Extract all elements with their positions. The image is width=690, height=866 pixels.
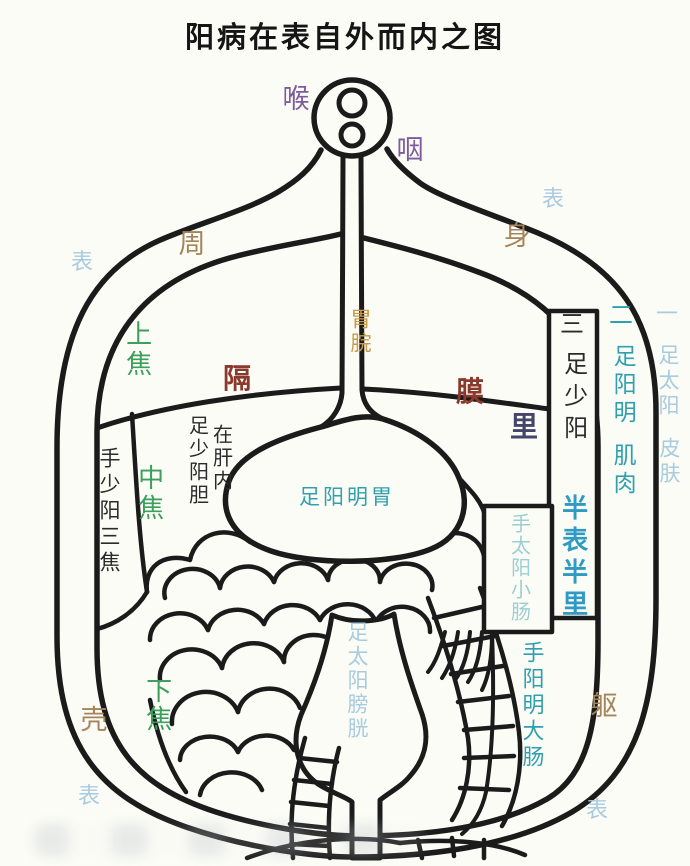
larynx-opening-circle bbox=[338, 121, 366, 149]
watermark-smudge bbox=[34, 824, 424, 856]
label-shell: 壳 bbox=[80, 705, 108, 735]
label-skin: 皮肤 bbox=[657, 437, 682, 487]
label-body: 身 bbox=[503, 221, 531, 251]
diaphragm-line-right bbox=[360, 386, 552, 412]
esophagus-left bbox=[318, 154, 346, 430]
label-exterior-top-right: 表 bbox=[541, 186, 565, 211]
label-pharynx: 咽 bbox=[396, 135, 424, 165]
label-throat: 喉 bbox=[282, 84, 310, 114]
label-interior: 里 bbox=[509, 412, 539, 443]
label-layer-three: 三 bbox=[560, 312, 584, 338]
label-layer-two: 二 bbox=[609, 303, 633, 329]
body-outer-outline bbox=[54, 146, 659, 860]
diaphragm-line-left bbox=[94, 385, 344, 431]
shaoyang-column-box bbox=[546, 308, 600, 621]
label-stomach-duct: 胃脘 bbox=[348, 308, 373, 356]
label-exterior-top-left: 表 bbox=[70, 249, 94, 274]
label-layer-one: 一 bbox=[655, 301, 679, 326]
label-hand-taiyang-small-intestine: 手太阳小肠 bbox=[507, 513, 530, 623]
label-foot-shaoyang: 足少阳 bbox=[559, 351, 586, 447]
label-circumference: 周 bbox=[178, 229, 206, 259]
label-trunk: 躯 bbox=[590, 691, 618, 721]
label-upper-jiao: 上焦 bbox=[122, 320, 152, 380]
label-foot-yangming-stomach: 足阳明胃 bbox=[299, 485, 395, 509]
label-foot-taiyang: 足太阳 bbox=[656, 344, 681, 419]
mesentery-fringe bbox=[426, 630, 496, 836]
stomach-outline bbox=[222, 414, 468, 564]
label-diaphragm: 隔 bbox=[222, 364, 252, 395]
label-exterior-bottom-right: 表 bbox=[585, 797, 609, 822]
sanjiao-column-shelf bbox=[94, 589, 150, 632]
sanjiao-column-line bbox=[129, 411, 150, 595]
label-hand-shaoyang-sanjiao: 手少阳三焦 bbox=[97, 447, 122, 577]
label-exterior-bottom-left: 表 bbox=[77, 783, 101, 808]
head bbox=[311, 77, 393, 159]
label-foot-taiyang-bladder: 足太阳膀胱 bbox=[345, 621, 370, 741]
small-intestine-box bbox=[481, 503, 555, 635]
label-inside-liver: 在肝内 bbox=[209, 424, 232, 493]
label-half-exterior-half-interior: 半表半里 bbox=[558, 494, 588, 622]
diagram-title: 阳病在表自外而内之图 bbox=[184, 22, 505, 54]
label-membrane: 膜 bbox=[455, 377, 485, 408]
label-middle-jiao: 中焦 bbox=[134, 464, 164, 524]
label-foot-yangming: 足阳明 bbox=[610, 344, 636, 428]
bladder-outline bbox=[293, 611, 429, 861]
label-hand-yangming-large-intestine: 手阳明大肠 bbox=[519, 641, 545, 771]
label-foot-shaoyang-gallbladder: 足少阳胆 bbox=[185, 415, 208, 507]
pharynx-opening-circle bbox=[336, 87, 368, 119]
label-lower-jiao: 下焦 bbox=[142, 677, 172, 733]
esophagus-right bbox=[358, 154, 386, 422]
label-muscle: 肌肉 bbox=[610, 443, 636, 499]
